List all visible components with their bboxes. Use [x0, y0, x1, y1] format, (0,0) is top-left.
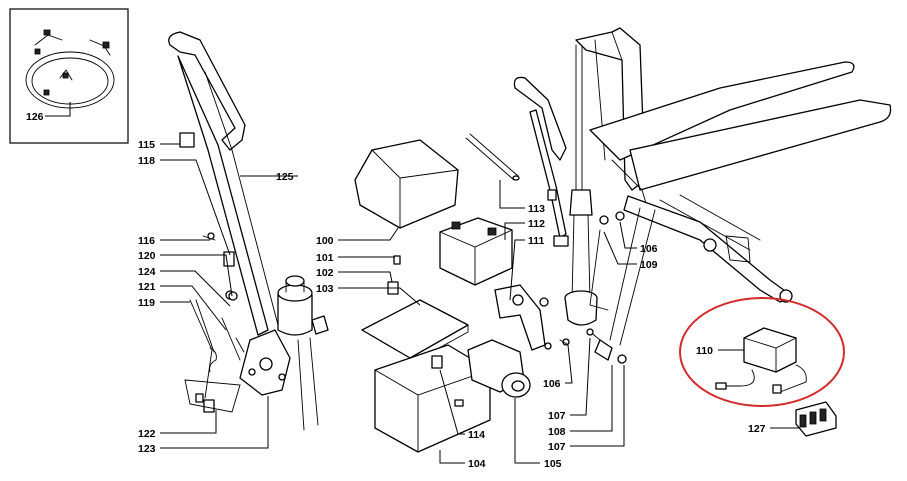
control-box-highlight [679, 297, 845, 407]
label-115: 115 [138, 139, 155, 151]
lift-column-assembly [513, 44, 625, 326]
label-112: 112 [528, 218, 545, 230]
label-127: 127 [748, 423, 766, 435]
label-101: 101 [316, 252, 334, 264]
label-107-lower: 107 [548, 441, 566, 453]
label-109: 109 [640, 259, 658, 271]
label-121: 121 [138, 281, 156, 293]
label-125: 125 [276, 171, 294, 183]
label-124: 124 [138, 266, 156, 278]
label-111: 111 [528, 235, 545, 247]
battery-assembly [354, 139, 513, 453]
leader-lines [45, 102, 800, 464]
pallet-truck-frame [575, 27, 892, 364]
motor-pump-unit [467, 284, 570, 398]
label-114: 114 [468, 429, 485, 441]
label-122: 122 [138, 428, 156, 440]
label-116: 116 [138, 235, 155, 247]
tiller-handle-assembly [168, 31, 329, 431]
label-103: 103 [316, 283, 334, 295]
label-119: 119 [138, 297, 155, 309]
label-104: 104 [468, 458, 486, 470]
connector-block [795, 401, 837, 437]
label-102: 102 [316, 267, 334, 279]
label-123: 123 [138, 443, 156, 455]
wiring-harness-inset [9, 8, 129, 144]
label-106-upper: 106 [640, 243, 658, 255]
loose-parts [207, 133, 594, 345]
label-106-lower: 106 [543, 378, 561, 390]
label-118: 118 [138, 155, 155, 167]
label-105: 105 [544, 458, 562, 470]
label-113: 113 [528, 203, 545, 215]
highlight-ellipse [679, 297, 845, 407]
callout-labels: 126 115 118 125 116 120 124 121 119 122 … [26, 111, 766, 470]
label-110: 110 [696, 345, 713, 357]
label-107-upper: 107 [548, 410, 566, 422]
label-120: 120 [138, 250, 156, 262]
label-100: 100 [316, 235, 334, 247]
label-126: 126 [26, 111, 44, 123]
label-108: 108 [548, 426, 566, 438]
